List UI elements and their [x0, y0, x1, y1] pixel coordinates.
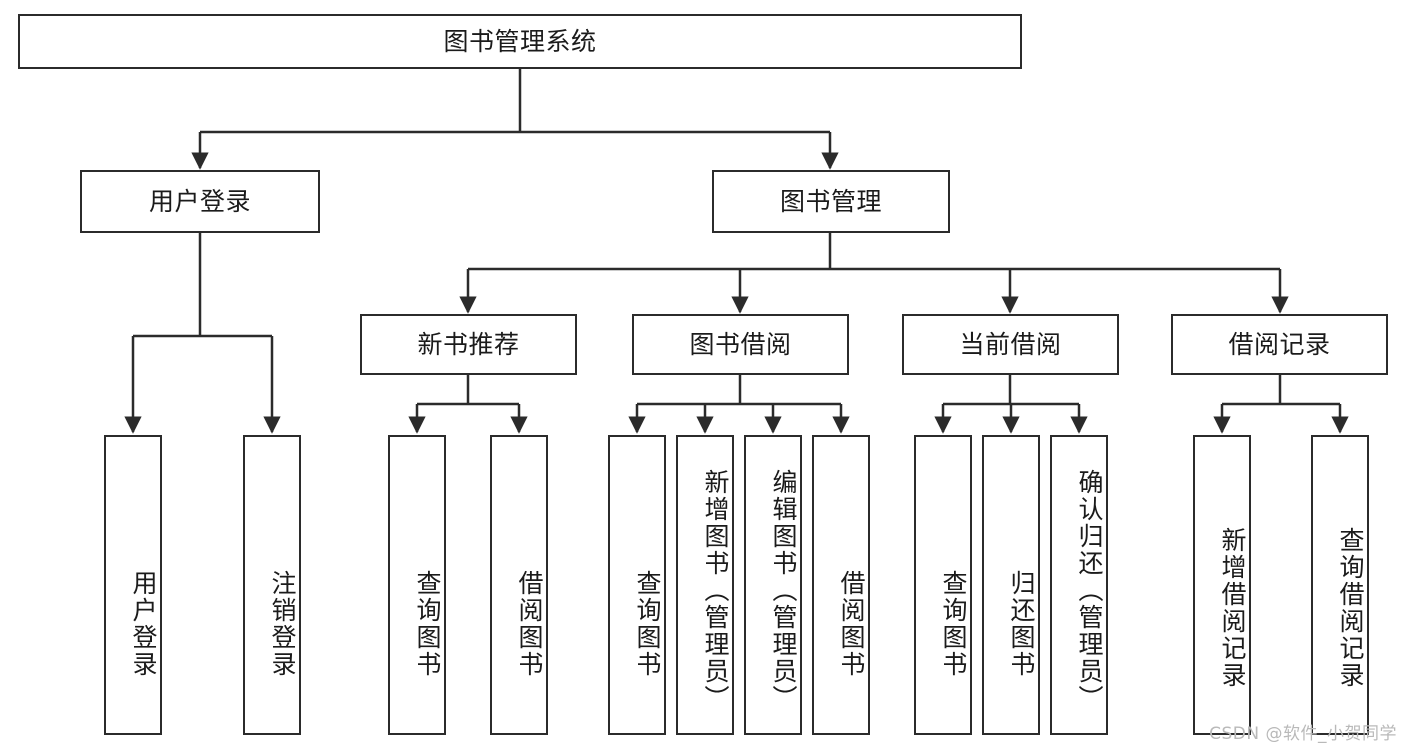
- node-root-label: 图书管理系统: [443, 26, 597, 56]
- node-current-borrow[interactable]: 当前借阅: [902, 314, 1119, 375]
- node-leaf-confirm-return-label: 确认归还（管理员）: [1075, 468, 1104, 712]
- node-borrow-record[interactable]: 借阅记录: [1171, 314, 1388, 375]
- node-user-login-label: 用户登录: [148, 186, 251, 216]
- node-new-book-recommend[interactable]: 新书推荐: [360, 314, 577, 375]
- node-book-management-label: 图书管理: [779, 186, 882, 216]
- node-leaf-borrow-book-new-label: 借阅图书: [515, 570, 544, 678]
- node-leaf-logout-label: 注销登录: [268, 570, 297, 678]
- node-leaf-add-book-label: 新增图书（管理员）: [701, 468, 730, 712]
- node-leaf-add-book[interactable]: 新增图书（管理员）: [676, 435, 734, 735]
- node-leaf-query-book-current-label: 查询图书: [939, 570, 968, 678]
- node-leaf-user-login-label: 用户登录: [129, 570, 158, 678]
- node-book-management[interactable]: 图书管理: [712, 170, 950, 233]
- node-leaf-user-login[interactable]: 用户登录: [104, 435, 162, 735]
- node-leaf-borrow-book[interactable]: 借阅图书: [812, 435, 870, 735]
- node-leaf-logout[interactable]: 注销登录: [243, 435, 301, 735]
- node-leaf-add-borrow-record-label: 新增借阅记录: [1218, 527, 1247, 689]
- node-leaf-query-borrow-record[interactable]: 查询借阅记录: [1311, 435, 1369, 735]
- node-leaf-borrow-book-label: 借阅图书: [837, 570, 866, 678]
- node-book-borrow[interactable]: 图书借阅: [632, 314, 849, 375]
- node-leaf-query-book-current[interactable]: 查询图书: [914, 435, 972, 735]
- node-leaf-return-book-label: 归还图书: [1007, 570, 1036, 678]
- node-leaf-query-book-new[interactable]: 查询图书: [388, 435, 446, 735]
- node-borrow-record-label: 借阅记录: [1228, 329, 1331, 359]
- node-leaf-return-book[interactable]: 归还图书: [982, 435, 1040, 735]
- node-leaf-query-borrow-record-label: 查询借阅记录: [1336, 527, 1365, 689]
- node-leaf-add-borrow-record[interactable]: 新增借阅记录: [1193, 435, 1251, 735]
- node-leaf-edit-book[interactable]: 编辑图书（管理员）: [744, 435, 802, 735]
- node-leaf-confirm-return[interactable]: 确认归还（管理员）: [1050, 435, 1108, 735]
- node-leaf-query-book-borrow[interactable]: 查询图书: [608, 435, 666, 735]
- node-book-borrow-label: 图书借阅: [689, 329, 792, 359]
- node-leaf-query-book-borrow-label: 查询图书: [633, 570, 662, 678]
- node-new-book-recommend-label: 新书推荐: [417, 329, 520, 359]
- node-leaf-query-book-new-label: 查询图书: [413, 570, 442, 678]
- node-root[interactable]: 图书管理系统: [18, 14, 1022, 69]
- node-leaf-edit-book-label: 编辑图书（管理员）: [769, 468, 798, 712]
- node-leaf-borrow-book-new[interactable]: 借阅图书: [490, 435, 548, 735]
- node-current-borrow-label: 当前借阅: [959, 329, 1062, 359]
- node-user-login[interactable]: 用户登录: [80, 170, 320, 233]
